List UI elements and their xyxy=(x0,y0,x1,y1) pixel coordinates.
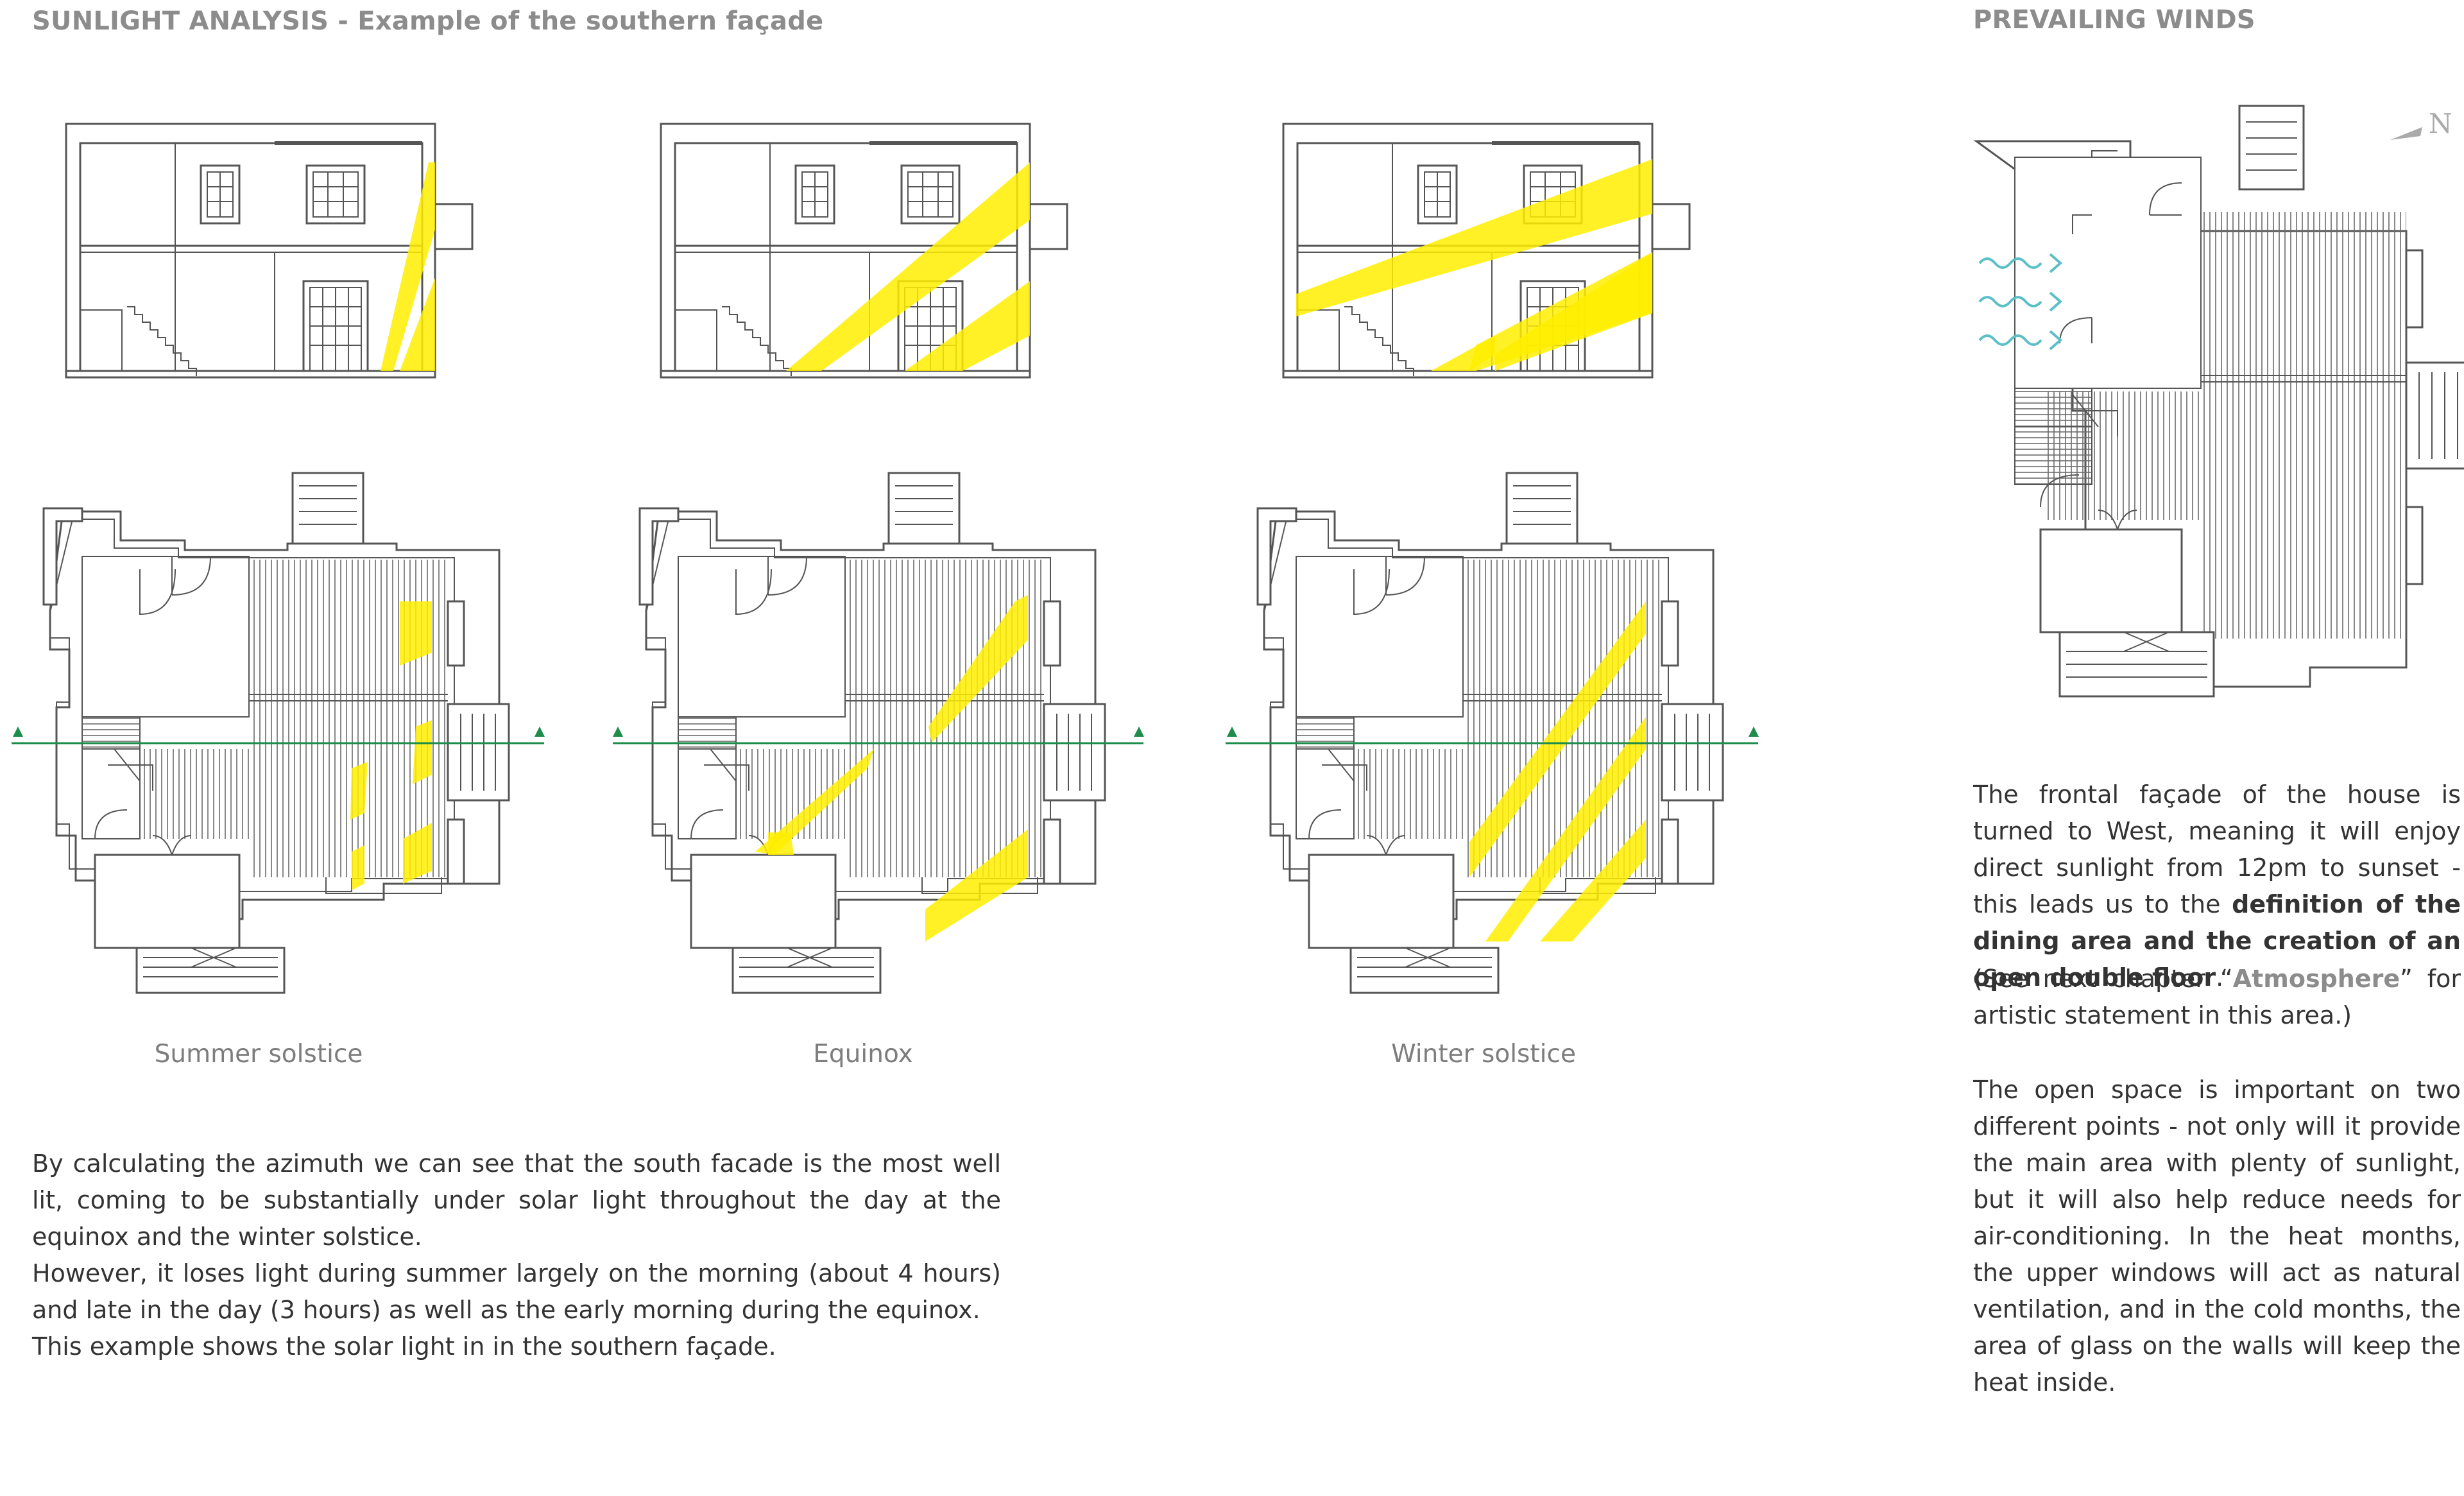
sun-patch xyxy=(928,595,1028,743)
sun-patch xyxy=(1469,601,1646,877)
sun-patch xyxy=(1485,717,1646,941)
plan-winter xyxy=(1256,472,1724,994)
sunlight-heading: SUNLIGHT ANALYSIS - Example of the south… xyxy=(32,6,824,36)
wind-arrow-icon xyxy=(1978,253,2063,273)
sun-patch xyxy=(350,762,368,820)
caption-equinox: Equinox xyxy=(813,1040,913,1069)
caption-summer-solstice: Summer solstice xyxy=(154,1040,363,1069)
sun-patch xyxy=(381,162,435,371)
sun-patch xyxy=(413,720,432,784)
sun-patch xyxy=(768,832,794,855)
sun-patch xyxy=(786,162,1030,371)
section-cut-winter xyxy=(1226,727,1759,744)
caption-winter-solstice: Winter solstice xyxy=(1391,1040,1576,1069)
atmosphere-highlight: Atmosphere xyxy=(2232,965,2400,993)
sunlight-description: By calculating the azimuth we can see th… xyxy=(32,1146,1001,1365)
sun-patch xyxy=(755,749,874,855)
sunlight-description-line: However, it loses light during summer la… xyxy=(32,1259,1001,1324)
section-summer xyxy=(66,124,472,377)
plan-equinox xyxy=(638,472,1106,994)
winds-heading: PREVAILING WINDS xyxy=(1973,5,2255,35)
winds-description-2: (See next chapter “Atmosphere” for artis… xyxy=(1973,961,2461,1034)
plan-summer xyxy=(42,472,510,994)
wind-arrow-icon xyxy=(1978,330,2063,350)
winds-text: (See next chapter “ xyxy=(1973,965,2233,993)
sun-patch xyxy=(905,281,1030,371)
sun-patch xyxy=(1296,159,1652,316)
sun-patch xyxy=(1540,820,1646,941)
sun-patch xyxy=(352,845,364,890)
sun-patch xyxy=(403,823,432,884)
sunlight-description-line: By calculating the azimuth we can see th… xyxy=(32,1149,1001,1251)
wind-arrow-icon xyxy=(1978,291,2063,312)
winds-description-3: The open space is important on two diffe… xyxy=(1973,1076,2461,1397)
north-label: N xyxy=(2429,108,2452,139)
sun-patch xyxy=(400,601,432,666)
winds-bold-text: definition of the dining area and the cr… xyxy=(1973,890,2461,992)
winds-description-1: The frontal façade of the house is turne… xyxy=(1973,777,2461,996)
sun-patch xyxy=(400,278,435,371)
winds-text: ” for artistic statement in this area.) xyxy=(1973,965,2461,1029)
sun-patch xyxy=(1469,252,1652,371)
section-cut-equinox xyxy=(613,727,1144,744)
winds-text: The frontal façade of the house is turne… xyxy=(1973,780,2461,918)
sun-patch xyxy=(925,829,1028,941)
north-arrow-icon xyxy=(2390,127,2422,140)
plan-winds xyxy=(1973,105,2464,698)
section-equinox xyxy=(661,124,1067,377)
winds-text: . xyxy=(2216,963,2224,992)
section-cut-summer xyxy=(12,727,545,744)
section-winter xyxy=(1283,124,1690,377)
sunlight-description-line: This example shows the solar light in in… xyxy=(32,1332,776,1361)
wind-arrows xyxy=(1978,253,2063,350)
